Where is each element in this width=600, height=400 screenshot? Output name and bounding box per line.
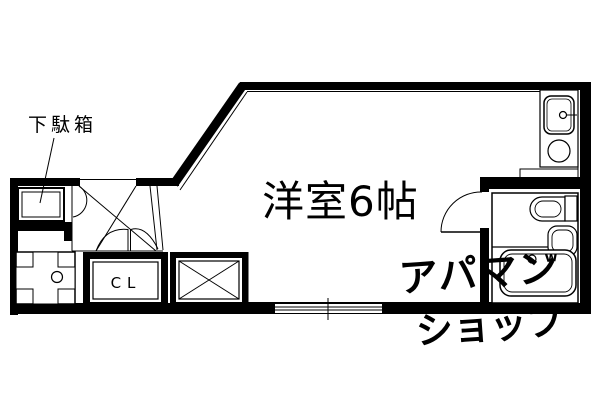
walls [10, 82, 591, 315]
shoe-cabinet-leader-line [39, 137, 55, 204]
closet-block: CL [83, 252, 168, 308]
wall-shoebox-stub2 [64, 222, 72, 241]
watermark-mark: w [544, 249, 558, 266]
service-box-icon [170, 252, 248, 308]
tub-drain-icon [527, 254, 537, 264]
wall-diagonal-inner-face [179, 91, 248, 191]
watermark-line2: ショップ [415, 300, 566, 353]
shoe-cabinet-label: 下駄箱 [28, 114, 97, 136]
wall-genkan-top-right [136, 178, 179, 186]
bathroom-door-icon [440, 191, 483, 233]
washbasin-icon [547, 225, 578, 257]
wall-top [240, 82, 591, 90]
wall-shoebox-stub [10, 222, 72, 231]
watermark: アパマン w ショップ [398, 246, 566, 353]
bathtub-icon [499, 249, 577, 297]
wall-diagonal [170, 82, 247, 187]
shoe-cabinet [17, 187, 65, 222]
drain-icon [50, 270, 64, 284]
wall-right [580, 82, 591, 314]
wall-bathroom-top [480, 177, 591, 189]
faucet-icon [558, 110, 568, 120]
kitchen-area [519, 89, 579, 177]
room-label: 洋室6帖 [262, 177, 419, 226]
wall-bathroom-left-stub [480, 189, 489, 192]
stove-burner-icon [547, 139, 571, 163]
wall-bottom-left [10, 303, 275, 314]
washing-machine-pan-icon [15, 251, 76, 305]
kitchen-floor-edge [519, 168, 578, 177]
kitchen-sink-icon [543, 95, 577, 135]
wall-bottom-right [382, 303, 591, 314]
wall-bathroom-left [480, 228, 489, 303]
genkan-step-edge [149, 185, 164, 251]
bathroom-area [491, 192, 579, 304]
sliding-window-icon [275, 298, 382, 320]
entrance-area [17, 185, 164, 252]
closet-bifold-door-icon [78, 185, 159, 252]
toilet-icon [529, 195, 578, 222]
watermark-line1: アパマン [398, 246, 560, 302]
wall-left [10, 178, 18, 315]
closet-label: CL [111, 274, 142, 292]
